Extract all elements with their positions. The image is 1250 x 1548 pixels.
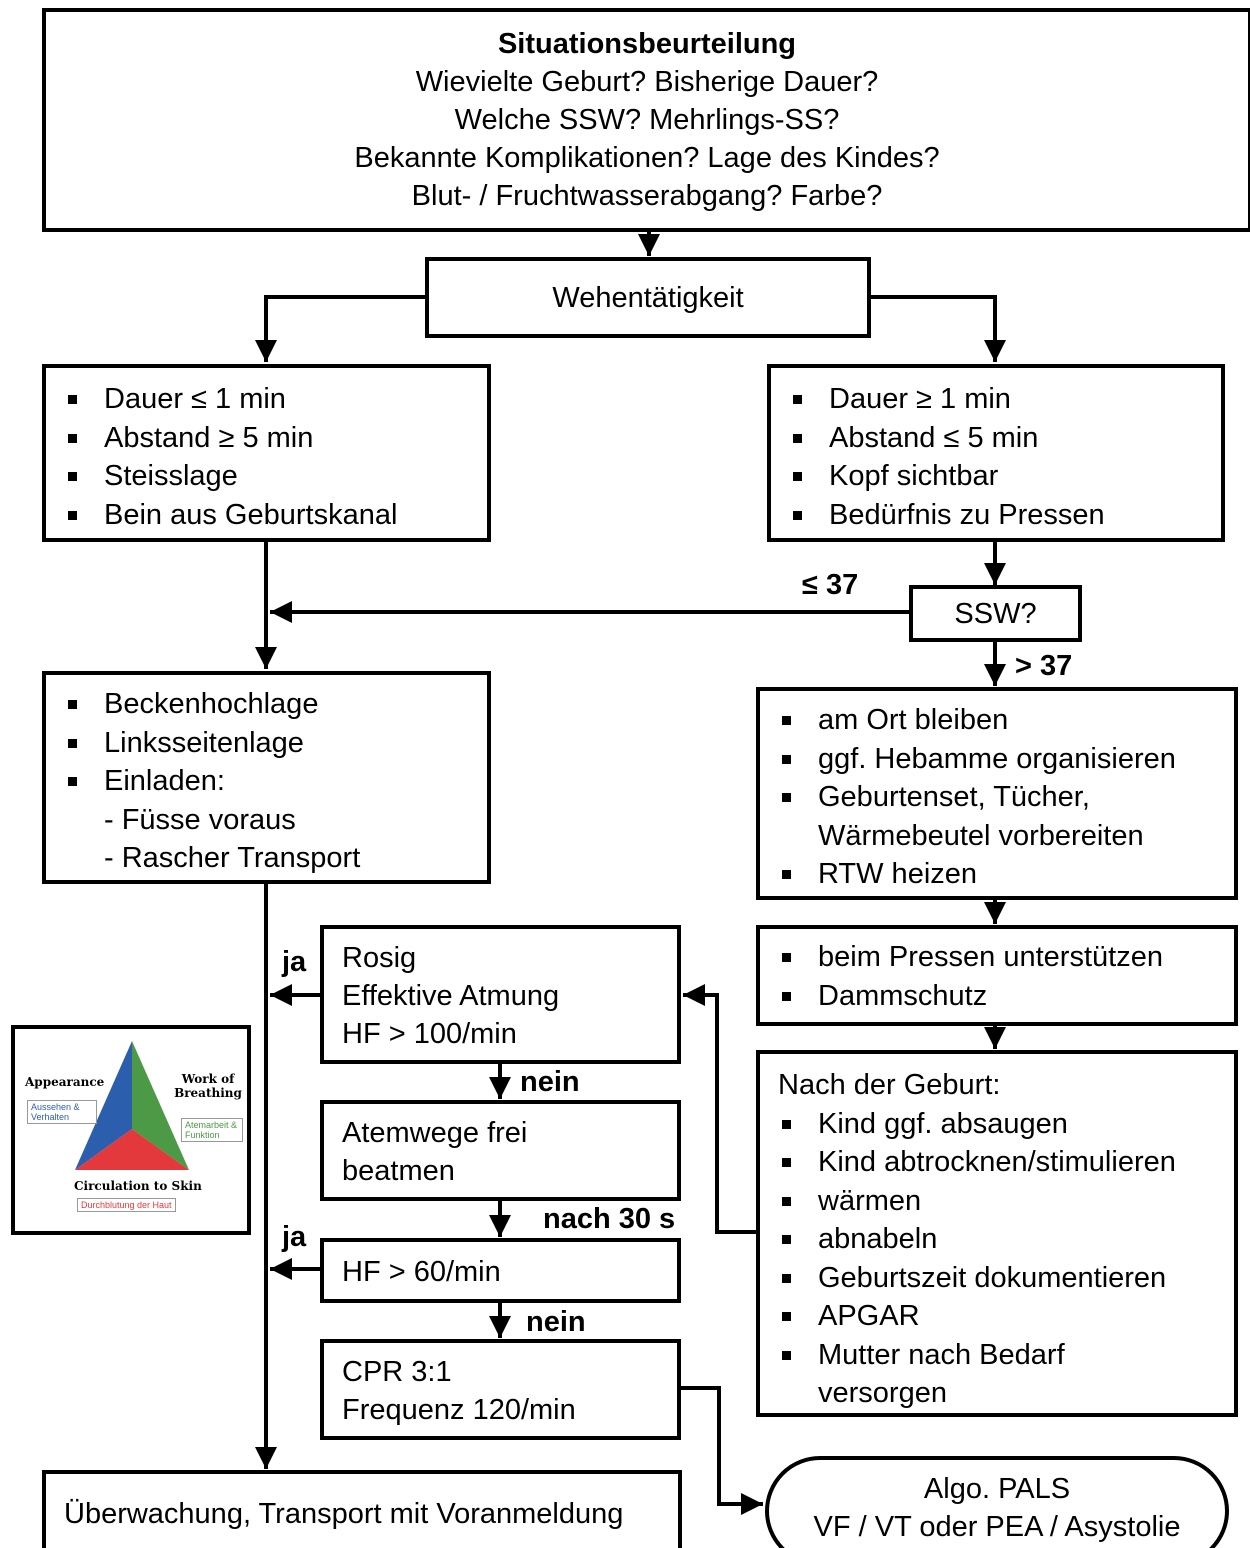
hf60-box: HF > 60/min [320,1238,681,1303]
ssw-le37-label: ≤ 37 [802,569,859,601]
press-item: beim Pressen unterstützen [760,938,1234,977]
left-action-sub: - Füsse voraus [104,803,296,836]
left-action-item: Beckenhochlage [46,685,487,724]
arrow-after-rosig [683,984,758,1234]
pat-appearance: Appearance [25,1075,105,1089]
situation-box: Situationsbeurteilung Wievielte Geburt? … [42,8,1250,232]
left-action-sub: - Rascher Transport [104,842,361,874]
airway-line: beatmen [342,1155,455,1187]
after-birth-item: Geburtszeit dokumentieren [760,1259,1234,1298]
appearance-segment [75,1041,132,1170]
pals-line: VF / VT oder PEA / Asystolie [813,1511,1181,1543]
stay-item: Geburtenset, Tücher, [760,778,1234,817]
wehen-label: Wehentätigkeit [552,281,744,314]
right-criteria-item: Kopf sichtbar [771,457,1221,496]
after-birth-item: Mutter nach Bedarf [760,1336,1234,1375]
right-criteria-item: Bedürfnis zu Pressen [771,496,1221,535]
right-criteria-box: Dauer ≥ 1 min Abstand ≤ 5 min Kopf sicht… [767,364,1225,542]
work-of-breathing-segment [132,1041,189,1170]
pat-appearance-de: Aussehen & Verhalten [27,1100,97,1124]
transport-label: Überwachung, Transport mit Voranmeldung [64,1498,624,1530]
left-criteria-item: Abstand ≥ 5 min [46,419,487,458]
stay-item: am Ort bleiben [760,701,1234,740]
press-box: beim Pressen unterstützen Dammschutz [756,925,1238,1026]
situation-title: Situationsbeurteilung [497,28,797,60]
after-birth-box: Nach der Geburt: Kind ggf. absaugen Kind… [756,1050,1238,1417]
nein-label: nein [520,1066,580,1098]
ssw-box: SSW? [909,585,1082,642]
pat-work-de: Atemarbeit & Funktion [181,1118,243,1142]
arrow-wehen-left [255,295,427,362]
after-birth-item: wärmen [760,1182,1234,1221]
ja-label: ja [282,1221,307,1253]
after-birth-continuation: versorgen [818,1377,947,1409]
cpr-line: Frequenz 120/min [342,1394,576,1426]
nein-label: nein [526,1306,586,1338]
pat-work: Work of Breathing [174,1072,242,1100]
pediatric-assessment-triangle: Appearance Aussehen & Verhalten Work of … [11,1025,251,1235]
right-criteria-item: Dauer ≥ 1 min [771,380,1221,419]
left-criteria-item: Dauer ≤ 1 min [46,380,487,419]
situation-line-3: Bekannte Komplikationen? Lage des Kindes… [354,142,940,174]
cpr-box: CPR 3:1 Frequenz 120/min [320,1339,681,1440]
after-birth-title: Nach der Geburt: [778,1069,1001,1101]
nach-30s-label: nach 30 s [543,1203,676,1235]
pat-circulation-de: Durchblutung der Haut [77,1198,176,1212]
rosig-line: HF > 100/min [342,1018,517,1050]
stay-item: ggf. Hebamme organisieren [760,740,1234,779]
hf60-label: HF > 60/min [342,1256,501,1288]
ssw-gt37-label: > 37 [1015,650,1073,682]
airway-line: Atemwege frei [342,1117,528,1149]
left-action-item: Linksseitenlage [46,724,487,763]
rosig-line: Effektive Atmung [342,980,560,1012]
after-birth-item: APGAR [760,1297,1234,1336]
transport-box: Überwachung, Transport mit Voranmeldung [42,1470,682,1548]
right-criteria-item: Abstand ≤ 5 min [771,419,1221,458]
stay-box: am Ort bleiben ggf. Hebamme organisieren… [756,687,1238,900]
ssw-label: SSW? [954,597,1037,630]
pals-box: Algo. PALS VF / VT oder PEA / Asystolie [765,1456,1229,1548]
rosig-line: Rosig [342,942,417,974]
airway-box: Atemwege frei beatmen [320,1100,681,1201]
pals-line: Algo. PALS [923,1473,1071,1505]
left-criteria-item: Bein aus Geburtskanal [46,496,487,535]
rosig-box: Rosig Effektive Atmung HF > 100/min [320,925,681,1064]
after-birth-item: Kind abtrocknen/stimulieren [760,1143,1234,1182]
left-criteria-item: Steisslage [46,457,487,496]
left-criteria-box: Dauer ≤ 1 min Abstand ≥ 5 min Steisslage… [42,364,491,542]
left-action-item: Einladen: [46,762,487,801]
stay-item: RTW heizen [760,855,1234,894]
stay-continuation: Wärmebeutel vorbereiten [818,819,1144,852]
situation-line-2: Welche SSW? Mehrlings-SS? [454,104,840,136]
arrow-wehen-right [869,295,1006,362]
situation-line-4: Blut- / Fruchtwasserabgang? Farbe? [411,180,883,212]
circulation-segment [75,1129,189,1170]
ja-label: ja [282,946,307,978]
pat-circulation: Circulation to Skin [74,1179,202,1193]
arrow-cpr-pals [680,1386,763,1515]
triangle-graphic [75,1041,189,1170]
wehen-box: Wehentätigkeit [425,257,871,338]
left-actions-box: Beckenhochlage Linksseitenlage Einladen:… [42,671,491,884]
after-birth-item: abnabeln [760,1220,1234,1259]
after-birth-item: Kind ggf. absaugen [760,1105,1234,1144]
press-item: Dammschutz [760,977,1234,1016]
cpr-line: CPR 3:1 [342,1356,452,1388]
situation-line-1: Wievielte Geburt? Bisherige Dauer? [415,66,879,98]
